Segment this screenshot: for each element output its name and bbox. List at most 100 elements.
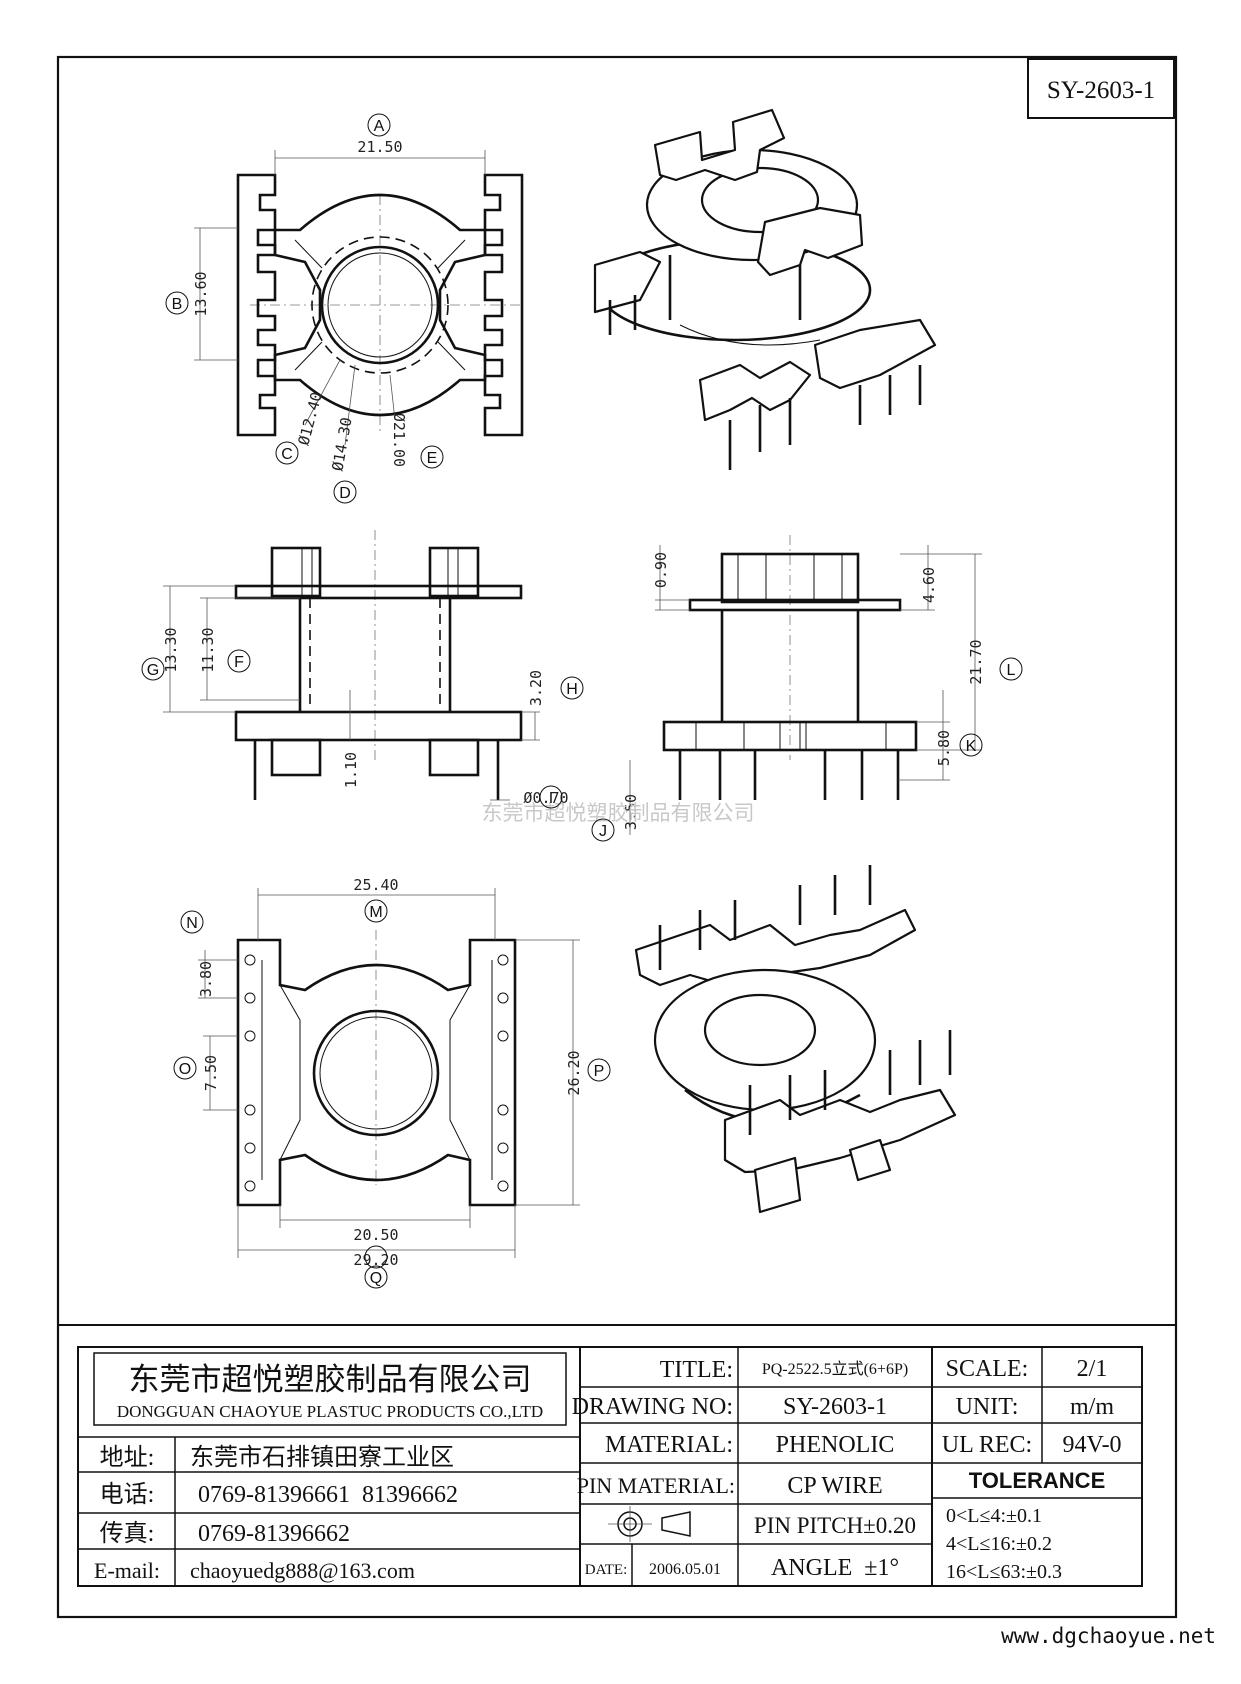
drawing-number-box	[1027, 58, 1175, 119]
svg-text:P: P	[594, 1063, 605, 1080]
bottom-view: 25.40 3.80 7.50 26.20 20.50 29.20	[197, 876, 583, 1269]
angle: ANGLE ±1°	[771, 1555, 899, 1581]
top-left-terminal-block	[236, 173, 277, 437]
callout-G: G	[141, 657, 165, 681]
pin-pitch: PIN PITCH±0.20	[754, 1513, 916, 1538]
svg-text:Ø14.30: Ø14.30	[329, 416, 356, 472]
callout-H: H	[560, 676, 584, 700]
isometric-view-bottom	[634, 865, 957, 1214]
material-value: PHENOLIC	[776, 1432, 895, 1458]
svg-text:N: N	[186, 915, 198, 932]
tolerance-1: 0<L≤4:±0.1	[946, 1505, 1042, 1527]
callout-E: E	[420, 445, 444, 469]
callout-I: I	[539, 785, 563, 809]
svg-text:C: C	[281, 446, 293, 463]
footer-site: www.dgchaoyue.net	[1001, 1624, 1216, 1648]
isometric-view-top	[593, 108, 937, 470]
svg-text:A: A	[374, 118, 385, 135]
callout-L: L	[999, 657, 1023, 681]
fax-label: 传真:	[100, 1520, 155, 1547]
svg-text:E: E	[427, 450, 438, 467]
svg-text:3.20: 3.20	[527, 670, 545, 706]
ul-value: 94V-0	[1062, 1432, 1121, 1458]
watermark: 东莞市超悦塑胶制品有限公司	[482, 802, 755, 825]
date-label: DATE:	[585, 1562, 628, 1578]
email-label: E-mail:	[94, 1558, 160, 1583]
fax-value: 0769-81396662	[198, 1521, 350, 1547]
svg-text:11.30: 11.30	[199, 627, 217, 672]
callout-P: P	[587, 1058, 611, 1082]
svg-text:21.50: 21.50	[357, 138, 402, 156]
svg-text:B: B	[172, 296, 183, 313]
scale-label: SCALE:	[946, 1356, 1029, 1382]
callout-A: A	[367, 113, 391, 137]
title-block: 东莞市超悦塑胶制品有限公司 DONGGUAN CHAOYUE PLASTUC P…	[77, 1346, 1143, 1587]
material-label: MATERIAL:	[605, 1432, 733, 1458]
unit-value: m/m	[1070, 1394, 1114, 1420]
ul-label: UL REC:	[942, 1432, 1032, 1458]
svg-text:26.20: 26.20	[565, 1050, 583, 1095]
date-value: 2006.05.01	[649, 1561, 721, 1578]
tolerance-3: 16<L≤63:±0.3	[946, 1561, 1062, 1583]
bottom-outline	[236, 938, 517, 1207]
company-name-en: DONGGUAN CHAOYUE PLASTUC PRODUCTS CO.,LT…	[117, 1402, 543, 1421]
svg-text:L: L	[1007, 662, 1016, 679]
callout-F: F	[227, 649, 251, 673]
sheet-border	[56, 55, 1178, 1619]
svg-text:I: I	[549, 790, 553, 807]
callout-C: C	[275, 441, 299, 465]
svg-text:21.70: 21.70	[967, 639, 985, 684]
callout-K: K	[959, 733, 983, 757]
svg-text:4.60: 4.60	[920, 567, 938, 603]
title-label: TITLE:	[660, 1357, 733, 1383]
svg-text:13.60: 13.60	[192, 271, 210, 316]
svg-text:3.50: 3.50	[622, 794, 640, 830]
title-value: PQ-2522.5立式(6+6P)	[762, 1360, 908, 1378]
svg-text:1.10: 1.10	[342, 752, 360, 788]
svg-text:M: M	[369, 904, 382, 921]
callout-J: J	[591, 818, 615, 842]
callouts: A B C D E F G H I J K L M N O P	[141, 113, 1023, 1269]
phone-value: 0769-81396661 81396662	[198, 1482, 458, 1508]
svg-text:7.50: 7.50	[202, 1055, 220, 1091]
svg-text:O: O	[179, 1061, 191, 1078]
callout-Q-label: Q	[370, 1270, 382, 1287]
unit-label: UNIT:	[956, 1394, 1019, 1420]
side-view: 0.90 4.60 21.70 5.80 3.50	[622, 535, 985, 835]
svg-text:K: K	[966, 738, 977, 755]
callout-O: O	[173, 1056, 197, 1080]
svg-text:Ø21.00: Ø21.00	[390, 413, 408, 467]
callout-Q	[364, 1245, 388, 1269]
svg-text:13.30: 13.30	[162, 627, 180, 672]
callout-B: B	[165, 291, 189, 315]
tolerance-label: TOLERANCE	[969, 1468, 1106, 1493]
projection-symbol-icon	[608, 1506, 691, 1542]
front-view: 13.30 11.30 3.20 1.10 Ø0.70	[162, 530, 569, 807]
svg-text:Ø12.40: Ø12.40	[294, 390, 325, 447]
svg-text:3.80: 3.80	[197, 961, 215, 997]
top-view: 21.50 13.60 Ø12.40 Ø14.30 Ø21.00	[192, 138, 524, 472]
svg-text:5.80: 5.80	[935, 730, 953, 766]
svg-text:G: G	[147, 662, 159, 679]
svg-text:J: J	[599, 823, 607, 840]
svg-text:D: D	[339, 485, 351, 502]
top-right-terminal-block	[483, 173, 524, 437]
svg-text:0.90: 0.90	[652, 552, 670, 588]
callout-D: D	[333, 480, 357, 504]
pin-material-value: CP WIRE	[787, 1473, 882, 1499]
pin-material-label: PIN MATERIAL:	[577, 1473, 735, 1498]
svg-text:25.40: 25.40	[353, 876, 398, 894]
svg-text:F: F	[234, 654, 244, 671]
svg-text:H: H	[566, 681, 578, 698]
callout-N: N	[180, 910, 204, 934]
address-value: 东莞市石排镇田寮工业区	[190, 1444, 454, 1471]
scale-value: 2/1	[1077, 1356, 1108, 1382]
company-name-cn: 东莞市超悦塑胶制品有限公司	[129, 1362, 532, 1397]
callout-Q-ring	[364, 1265, 388, 1289]
address-label: 地址:	[100, 1444, 155, 1471]
drawing-no-label: DRAWING NO:	[572, 1394, 733, 1420]
drawing-number-text: SY-2603-1	[1047, 77, 1155, 104]
phone-label: 电话:	[100, 1481, 155, 1508]
drawing-no-value: SY-2603-1	[783, 1394, 887, 1420]
